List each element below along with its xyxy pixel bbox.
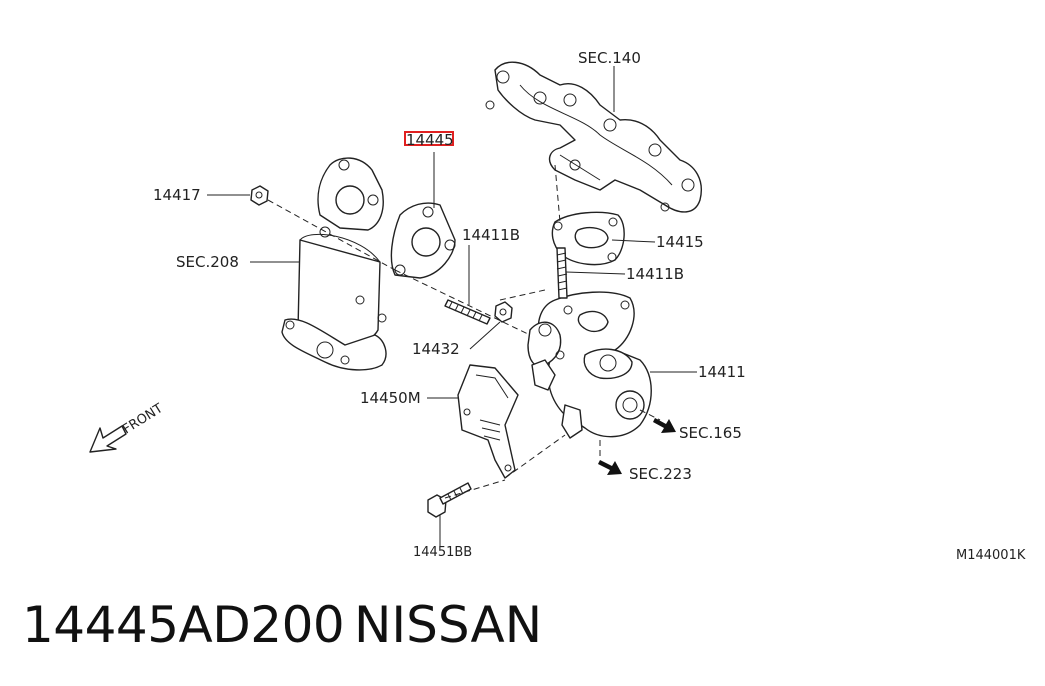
figure-code: M144001K bbox=[956, 548, 1026, 563]
callout-14450m[interactable]: 14450M bbox=[360, 389, 421, 407]
callout-14411b-mid[interactable]: 14411B bbox=[626, 265, 684, 283]
stud-14411b-upper bbox=[556, 247, 568, 299]
callout-14411b-top[interactable]: 14411B bbox=[462, 226, 520, 244]
nut-14432 bbox=[494, 301, 513, 323]
callout-sec208[interactable]: SEC.208 bbox=[176, 253, 239, 271]
callout-14451bb[interactable]: 14451BB bbox=[413, 545, 472, 560]
catalytic-converter bbox=[281, 157, 387, 371]
outlet-arrow-sec165 bbox=[653, 418, 676, 433]
front-arrow-icon bbox=[89, 425, 127, 453]
callout-14415[interactable]: 14415 bbox=[656, 233, 704, 251]
callout-14432[interactable]: 14432 bbox=[412, 340, 460, 358]
bolt-14451bb bbox=[427, 482, 472, 518]
heat-shield-14450m bbox=[457, 364, 519, 479]
callout-sec165[interactable]: SEC.165 bbox=[679, 424, 742, 442]
callout-sec140[interactable]: SEC.140 bbox=[578, 49, 641, 67]
callout-14445[interactable]: 14445 bbox=[406, 131, 454, 149]
footer-part-number: 14445AD200 bbox=[22, 596, 345, 654]
nut-14417 bbox=[250, 185, 269, 206]
front-label: FRONT bbox=[120, 401, 166, 437]
assembly-lines bbox=[267, 164, 661, 499]
outlet-arrow-sec223 bbox=[598, 460, 622, 475]
gasket-14445 bbox=[390, 202, 456, 279]
leader-lines bbox=[207, 66, 697, 546]
callout-14411[interactable]: 14411 bbox=[698, 363, 746, 381]
footer-brand: NISSAN bbox=[354, 596, 543, 654]
callout-sec223[interactable]: SEC.223 bbox=[629, 465, 692, 483]
gasket-14415 bbox=[551, 211, 625, 266]
callout-14417[interactable]: 14417 bbox=[153, 186, 201, 204]
exhaust-manifold bbox=[485, 61, 702, 213]
turbocharger bbox=[527, 291, 652, 439]
exploded-parts-diagram: SEC.140 14445 14417 14411B 14415 14411B … bbox=[89, 49, 1026, 563]
front-indicator: FRONT bbox=[89, 401, 166, 453]
stud-14411b-left bbox=[444, 299, 491, 325]
selected-part-highlight bbox=[404, 131, 454, 146]
